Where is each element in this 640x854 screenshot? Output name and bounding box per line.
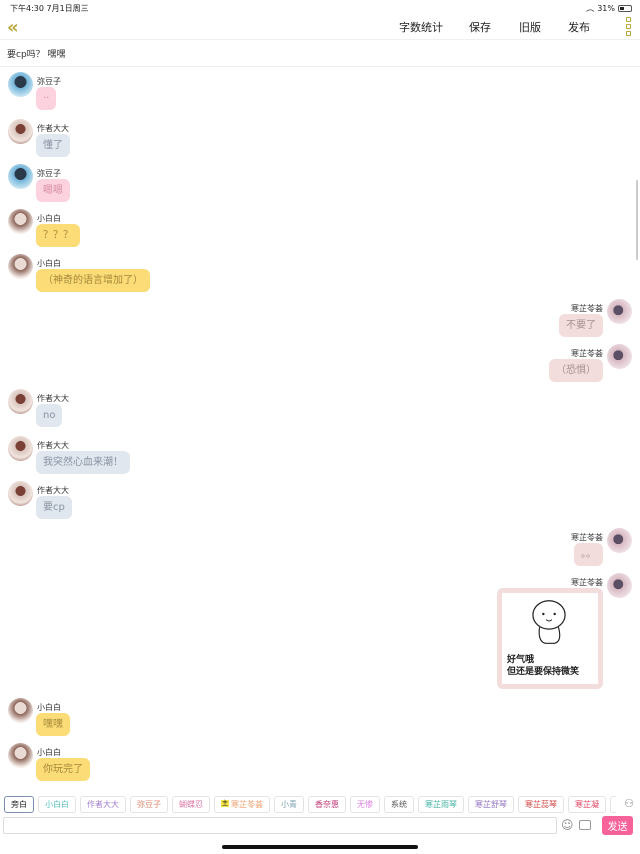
role-tag-label: 寒芷蕊琴 xyxy=(525,800,558,809)
avatar[interactable] xyxy=(8,389,33,414)
message-bubble[interactable]: （神奇的语言增加了） xyxy=(36,269,150,292)
message-input[interactable] xyxy=(3,817,557,834)
sender-name: 弥豆子 xyxy=(37,169,61,178)
role-tag[interactable]: 小青 xyxy=(274,796,305,813)
sender-name: 寒芷苓荟 xyxy=(571,533,603,542)
role-tag-label: 寒芷雨琴 xyxy=(425,800,458,809)
sender-name: 作者大大 xyxy=(37,124,69,133)
role-tag[interactable]: 无惨 xyxy=(350,796,381,813)
role-tag-label: 寒芷舒琴 xyxy=(475,800,508,809)
avatar[interactable] xyxy=(8,72,33,97)
avatar[interactable] xyxy=(8,436,33,461)
word-count-button[interactable]: 字数统计 xyxy=(399,21,443,34)
role-tag[interactable]: 主寒芷苓荟 xyxy=(214,796,271,813)
role-tag-label: 系统 xyxy=(391,800,408,809)
message-bubble[interactable]: ·· xyxy=(36,87,57,110)
role-tag-label: 香奈惠 xyxy=(315,800,340,809)
role-tag[interactable]: 香奈惠 xyxy=(308,796,347,813)
more-menu-icon[interactable] xyxy=(626,17,631,36)
role-tag[interactable]: 寒芷舒琴 xyxy=(468,796,515,813)
avatar[interactable] xyxy=(607,528,632,553)
message-bubble[interactable]: 不要了 xyxy=(559,314,603,337)
save-button[interactable]: 保存 xyxy=(469,21,491,34)
role-tag[interactable]: 寒芷凝 xyxy=(568,796,607,813)
role-tag[interactable]: 小白白 xyxy=(38,796,76,813)
status-bar: 下午4:30 7月1日周三 ︵31% xyxy=(0,0,640,14)
message-bubble[interactable]: 。。 xyxy=(574,543,603,566)
role-tag-label: 旁白 xyxy=(11,800,27,809)
avatar[interactable] xyxy=(607,299,632,324)
role-tag[interactable]: 寒芷雨琴 xyxy=(418,796,465,813)
sender-name: 小白白 xyxy=(37,214,61,223)
sender-name: 寒芷苓荟 xyxy=(571,578,603,587)
sender-name: 作者大大 xyxy=(37,394,69,403)
avatar[interactable] xyxy=(8,164,33,189)
battery-icon xyxy=(618,5,632,12)
smiley-sticker-icon xyxy=(532,600,566,644)
image-icon[interactable] xyxy=(579,820,591,830)
message-bubble[interactable]: 懂了 xyxy=(36,134,70,157)
avatar[interactable] xyxy=(8,209,33,234)
scrollbar[interactable] xyxy=(636,180,638,260)
sender-name: 小白白 xyxy=(37,748,61,757)
avatar[interactable] xyxy=(607,344,632,369)
role-tag-label: 弥豆子 xyxy=(137,800,161,809)
old-version-button[interactable]: 旧版 xyxy=(519,21,541,34)
send-button[interactable]: 发送 xyxy=(602,816,633,835)
role-tag[interactable]: 系统 xyxy=(384,796,415,813)
role-tag[interactable]: 寒芷蕊琴 xyxy=(518,796,565,813)
avatar[interactable] xyxy=(8,481,33,506)
role-tag[interactable]: 旁白 xyxy=(4,796,34,813)
sender-name: 作者大大 xyxy=(37,441,69,450)
role-tag-label: 小白白 xyxy=(45,800,69,809)
battery-indicator: ︵31% xyxy=(586,3,632,14)
message-bubble[interactable]: 我突然心血来潮！ xyxy=(36,451,130,474)
role-tag[interactable]: 不死川稽号 xyxy=(610,796,616,813)
role-tag[interactable]: 弥豆子 xyxy=(130,796,168,813)
sender-name: 寒芷苓荟 xyxy=(571,304,603,313)
sender-name: 弥豆子 xyxy=(37,77,61,86)
role-tag-label: 蝴蝶忍 xyxy=(179,800,203,809)
publish-button[interactable]: 发布 xyxy=(568,21,590,34)
main-role-badge: 主 xyxy=(221,800,230,807)
message-bubble[interactable]: 嗯嗯 xyxy=(36,179,70,202)
home-indicator xyxy=(222,845,418,849)
sender-name: 寒芷苓荟 xyxy=(571,349,603,358)
role-selector: 旁白 小白白 作者大大 弥豆子 蝴蝶忍 主寒芷苓荟 小青 香奈惠 无惨 系统 寒芷雨琴 寒芷舒琴 寒芷蕊… xyxy=(4,796,616,814)
role-tag-label: 寒芷苓荟 xyxy=(231,800,264,809)
avatar[interactable] xyxy=(8,254,33,279)
message-bubble[interactable]: （恐惧） xyxy=(549,359,603,382)
role-tag[interactable]: 作者大大 xyxy=(80,796,126,813)
role-tag-label: 小青 xyxy=(281,800,298,809)
back-icon[interactable]: « xyxy=(7,17,19,38)
sender-name: 小白白 xyxy=(37,259,61,268)
role-tag-label: 寒芷凝 xyxy=(575,800,600,809)
battery-percent: 31% xyxy=(597,4,615,13)
avatar[interactable] xyxy=(8,119,33,144)
role-tag-label: 无惨 xyxy=(357,800,374,809)
sticker-caption: 但还是要保持微笑 xyxy=(507,667,580,677)
top-nav: « 字数统计 保存 旧版 发布 xyxy=(0,14,640,40)
message-bubble[interactable]: 嘿嘿 xyxy=(36,713,70,736)
message-bubble[interactable]: ？？？ xyxy=(36,224,80,247)
wifi-icon: ︵ xyxy=(586,4,595,13)
sender-name: 作者大大 xyxy=(37,486,69,495)
avatar[interactable] xyxy=(8,743,33,768)
role-tag[interactable]: 蝴蝶忍 xyxy=(172,796,210,813)
emoji-icon[interactable]: ☺ xyxy=(561,818,574,832)
chat-topic: 要cp吗？ 嘿嘿 xyxy=(0,41,640,67)
sender-name: 小白白 xyxy=(37,703,61,712)
message-bubble[interactable]: no xyxy=(36,404,63,427)
message-bubble[interactable]: 要cp xyxy=(36,496,72,519)
avatar[interactable] xyxy=(8,698,33,723)
avatar[interactable] xyxy=(607,573,632,598)
user-icon[interactable]: ⚇ xyxy=(624,797,634,810)
sticker-image[interactable]: 好气哦但还是要保持微笑 xyxy=(497,588,603,689)
message-bubble[interactable]: 你玩完了 xyxy=(36,758,90,781)
role-tag-label: 作者大大 xyxy=(87,800,119,809)
status-time: 下午4:30 7月1日周三 xyxy=(10,4,89,13)
sticker-caption: 好气哦 xyxy=(507,655,535,665)
